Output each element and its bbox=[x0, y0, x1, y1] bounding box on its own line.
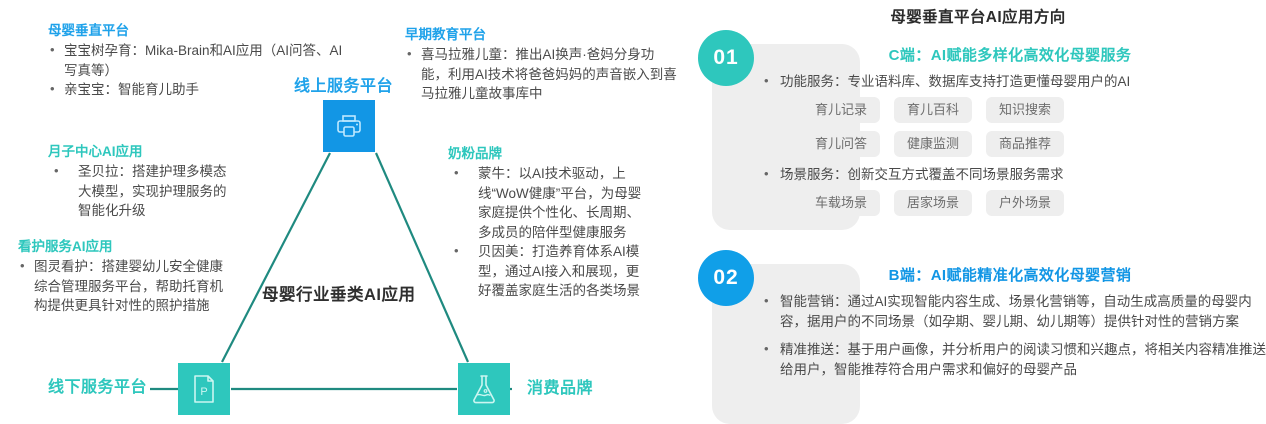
section-body: 功能服务：专业语料库、数据库支持打造更懂母婴用户的AI 育儿记录 育儿百科 知识… bbox=[762, 71, 1266, 224]
page-title: 母婴垂直平台AI应用方向 bbox=[890, 9, 1066, 26]
block-heading: 月子中心AI应用 bbox=[48, 144, 143, 159]
chip-row: 育儿记录 育儿百科 知识搜索 bbox=[802, 97, 1266, 123]
list-item: 图灵看护：搭建婴幼儿安全健康综合管理服务平台，帮助托育机构提供更具针对性的照护措… bbox=[18, 256, 223, 316]
block-heading: 早期教育平台 bbox=[405, 27, 486, 42]
chip-row: 育儿问答 健康监测 商品推荐 bbox=[802, 131, 1266, 157]
block-bullet-list: 喜马拉雅儿童：推出AI换声·爸妈分身功能，利用AI技术将爸爸妈妈的声音嵌入到喜马… bbox=[405, 44, 680, 104]
right-panel: 母婴垂直平台AI应用方向 01 C端：AI赋能多样化高效化母婴服务 功能服务：专… bbox=[690, 0, 1266, 424]
list-item: 喜马拉雅儿童：推出AI换声·爸妈分身功能，利用AI技术将爸爸妈妈的声音嵌入到喜马… bbox=[405, 44, 680, 104]
tag-chip[interactable]: 户外场景 bbox=[986, 190, 1065, 216]
section-c-end: 01 C端：AI赋能多样化高效化母婴服务 功能服务：专业语料库、数据库支持打造更… bbox=[698, 30, 1266, 230]
block-heading: 奶粉品牌 bbox=[448, 146, 502, 161]
tag-chip[interactable]: 育儿百科 bbox=[894, 97, 973, 123]
list-item: 蒙牛：以AI技术驱动，上线“WoW健康”平台，为母婴家庭提供个性化、长周期、多成… bbox=[448, 163, 648, 242]
tag-chip[interactable]: 商品推荐 bbox=[986, 131, 1065, 157]
printer-icon bbox=[337, 115, 361, 137]
node-consumer-brand[interactable] bbox=[458, 363, 510, 415]
tag-chip[interactable]: 车载场景 bbox=[802, 190, 881, 216]
list-item: 贝因美：打造养育体系AI模型，通过AI接入和展现，更好覆盖家庭生活的各类场景 bbox=[448, 241, 648, 301]
node-offline-platform[interactable]: P bbox=[178, 363, 230, 415]
list-item: 场景服务：创新交互方式覆盖不同场景服务需求 bbox=[762, 164, 1266, 185]
block-heading: 母婴垂直平台 bbox=[48, 23, 129, 38]
tag-chip[interactable]: 知识搜索 bbox=[986, 97, 1065, 123]
block-vertical-platform: 母婴垂直平台 宝宝树孕育：Mika-Brain和AI应用（AI问答、AI写真等）… bbox=[48, 22, 348, 100]
status-badge: 01 bbox=[698, 30, 754, 86]
list-item: 精准推送：基于用户画像，并分析用户的阅读习惯和兴趣点，将相关内容精准推送给用户，… bbox=[762, 339, 1266, 380]
chip-row: 车载场景 居家场景 户外场景 bbox=[802, 190, 1266, 216]
block-bullet-list: 宝宝树孕育：Mika-Brain和AI应用（AI问答、AI写真等） 亲宝宝：智能… bbox=[48, 40, 348, 100]
node-online-platform[interactable] bbox=[323, 100, 375, 152]
tag-chip[interactable]: 育儿问答 bbox=[802, 131, 881, 157]
block-confinement-center: 月子中心AI应用 圣贝拉：搭建护理多模态大模型，实现护理服务的智能化升级 bbox=[48, 143, 228, 221]
list-item: 亲宝宝：智能育儿助手 bbox=[48, 79, 348, 100]
block-heading: 看护服务AI应用 bbox=[18, 239, 113, 254]
section-body: 智能营销：通过AI实现智能内容生成、场景化营销等，自动生成高质量的母婴内容，据用… bbox=[762, 291, 1266, 382]
node-label-online-platform: 线上服务平台 bbox=[294, 78, 394, 95]
block-care-service: 看护服务AI应用 图灵看护：搭建婴幼儿安全健康综合管理服务平台，帮助托育机构提供… bbox=[18, 238, 223, 316]
block-early-education: 早期教育平台 喜马拉雅儿童：推出AI换声·爸妈分身功能，利用AI技术将爸爸妈妈的… bbox=[405, 26, 680, 104]
tag-chip[interactable]: 居家场景 bbox=[894, 190, 973, 216]
section-heading: C端：AI赋能多样化高效化母婴服务 bbox=[888, 47, 1132, 64]
diagram-panel: 母婴垂直平台 宝宝树孕育：Mika-Brain和AI应用（AI问答、AI写真等）… bbox=[0, 0, 690, 424]
tag-chip[interactable]: 健康监测 bbox=[894, 131, 973, 157]
section-heading: B端：AI赋能精准化高效化母婴营销 bbox=[888, 267, 1132, 284]
document-p-icon: P bbox=[194, 375, 214, 403]
block-milk-powder-brand: 奶粉品牌 蒙牛：以AI技术驱动，上线“WoW健康”平台，为母婴家庭提供个性化、长… bbox=[448, 145, 648, 301]
flask-icon bbox=[473, 375, 495, 404]
node-label-consumer-brand: 消费品牌 bbox=[527, 380, 594, 397]
block-bullet-list: 蒙牛：以AI技术驱动，上线“WoW健康”平台，为母婴家庭提供个性化、长周期、多成… bbox=[448, 163, 648, 301]
list-item: 智能营销：通过AI实现智能内容生成、场景化营销等，自动生成高质量的母婴内容，据用… bbox=[762, 291, 1266, 332]
list-item: 功能服务：专业语料库、数据库支持打造更懂母婴用户的AI bbox=[762, 71, 1266, 92]
node-label-offline-platform: 线下服务平台 bbox=[48, 379, 148, 396]
list-item: 圣贝拉：搭建护理多模态大模型，实现护理服务的智能化升级 bbox=[48, 161, 228, 221]
section-b-end: 02 B端：AI赋能精准化高效化母婴营销 智能营销：通过AI实现智能内容生成、场… bbox=[698, 250, 1266, 424]
tag-chip[interactable]: 育儿记录 bbox=[802, 97, 881, 123]
status-badge: 02 bbox=[698, 250, 754, 306]
svg-text:P: P bbox=[200, 386, 207, 398]
list-item: 宝宝树孕育：Mika-Brain和AI应用（AI问答、AI写真等） bbox=[48, 40, 348, 80]
block-bullet-list: 图灵看护：搭建婴幼儿安全健康综合管理服务平台，帮助托育机构提供更具针对性的照护措… bbox=[18, 256, 223, 316]
diagram-center-title: 母婴行业垂类AI应用 bbox=[262, 286, 416, 304]
block-bullet-list: 圣贝拉：搭建护理多模态大模型，实现护理服务的智能化升级 bbox=[48, 161, 228, 221]
